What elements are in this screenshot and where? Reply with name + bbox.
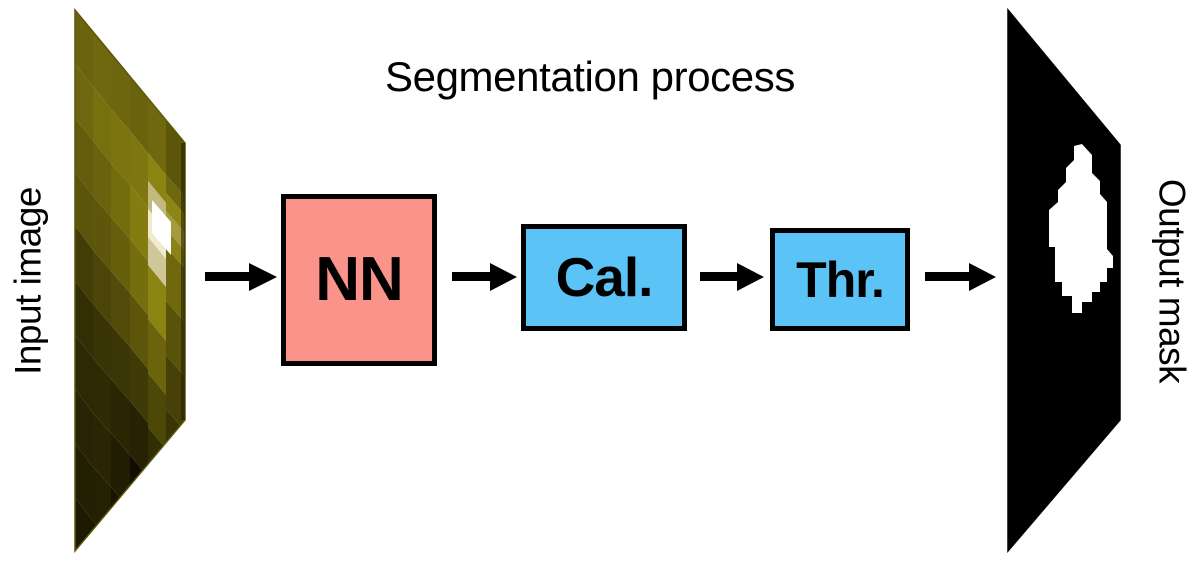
page-title: Segmentation process — [385, 53, 795, 100]
pipeline-step-cal-label: Cal. — [555, 246, 654, 308]
output-mask-plane — [1007, 7, 1121, 554]
output-mask-label-text: Output mask — [1151, 178, 1193, 383]
pipeline-arrows — [205, 263, 996, 291]
arrow-nn-to-cal — [452, 263, 517, 291]
pipeline-step-neural-network[interactable]: NN — [281, 194, 437, 366]
input-image-label-text: Input image — [7, 186, 49, 375]
output-mask-shape — [1049, 144, 1113, 313]
arrow-cal-to-thr — [700, 263, 764, 291]
pipeline-step-calibration[interactable]: Cal. — [521, 224, 687, 331]
pipeline-step-thr-label: Thr. — [796, 251, 885, 308]
arrow-thr-to-output — [925, 263, 996, 291]
pipeline-step-nn-label: NN — [315, 245, 404, 314]
arrow-input-to-nn — [205, 263, 277, 291]
input-image-highlight — [152, 200, 171, 255]
input-image-label: Input image — [0, 0, 56, 561]
input-image-pixels — [75, 10, 185, 551]
pipeline-step-thresholding[interactable]: Thr. — [770, 228, 910, 331]
input-image-plane — [74, 7, 186, 554]
output-mask-label: Output mask — [1144, 0, 1200, 561]
